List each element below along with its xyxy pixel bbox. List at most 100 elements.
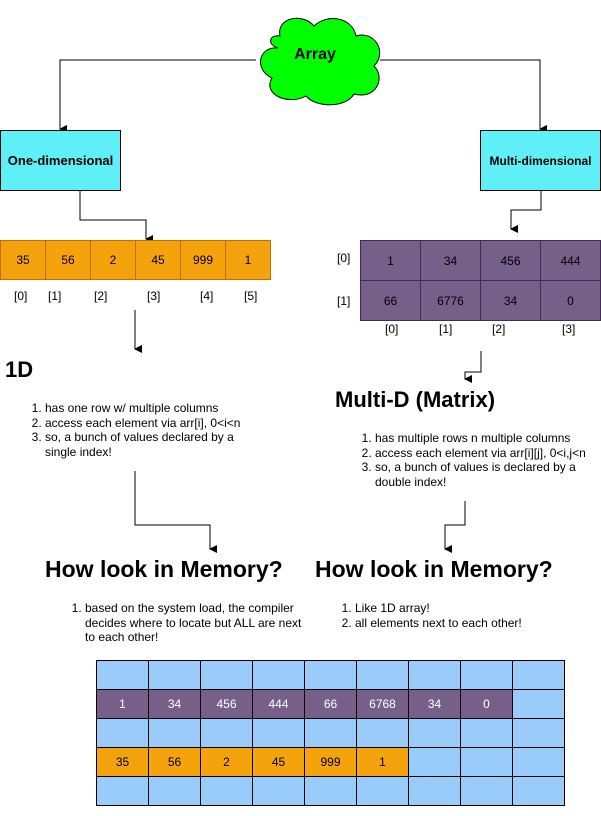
memory-cell-matrix: 456	[200, 689, 253, 719]
memory-cell-empty	[512, 747, 565, 777]
memory-row-matrix: 1 34 456 444 66 6768 34 0	[96, 689, 565, 719]
memory-cell-empty	[148, 718, 201, 748]
matrix-cell: 456	[481, 241, 541, 281]
note-item: so, a bunch of values is declared by a d…	[375, 460, 595, 489]
array-index: [1]	[48, 289, 62, 303]
memory-row-array: 35 56 2 45 999 1	[96, 747, 565, 777]
matrix-cell: 1	[361, 241, 421, 281]
array-index: [4]	[200, 289, 214, 303]
memory-cell-matrix: 66	[304, 689, 357, 719]
memory-cell-matrix: 34	[148, 689, 201, 719]
array-cell: 1	[226, 241, 270, 279]
memory-cell-array: 35	[96, 747, 149, 777]
memory-cell-matrix: 1	[96, 689, 149, 719]
memory-cell-empty	[304, 660, 357, 690]
memory-row	[96, 660, 565, 690]
note-item: has one row w/ multiple columns	[45, 401, 255, 416]
one-d-notes: has one row w/ multiple columns access e…	[25, 401, 255, 459]
arrow-array-to-md	[380, 59, 547, 133]
memory-cell-empty	[460, 660, 513, 690]
memory-cell-empty	[460, 776, 513, 806]
memory-cell-empty	[96, 776, 149, 806]
array-cell: 999	[181, 241, 226, 279]
matrix-row-index: [1]	[337, 294, 351, 308]
memory-cell-empty	[460, 747, 513, 777]
note-item: has multiple rows n multiple columns	[375, 431, 595, 446]
memory-cell-empty	[304, 718, 357, 748]
matrix-grid: 1 34 456 444 66 6776 34 0	[360, 240, 601, 321]
one-d-array: 35 56 2 45 999 1	[0, 240, 271, 280]
matrix-col-index: [0]	[385, 322, 399, 336]
multi-d-notes: has multiple rows n multiple columns acc…	[355, 431, 595, 489]
memory-cell-array: 45	[252, 747, 305, 777]
one-d-memory-notes: based on the system load, the compiler d…	[65, 601, 310, 645]
memory-cell-matrix: 34	[408, 689, 461, 719]
arrow-1d-to-memory	[134, 471, 217, 553]
one-d-memory-heading: How look in Memory?	[45, 556, 283, 582]
memory-cell-empty	[200, 660, 253, 690]
matrix-col-index: [1]	[439, 322, 453, 336]
memory-cell-empty	[408, 718, 461, 748]
memory-cell-empty	[148, 776, 201, 806]
note-item: based on the system load, the compiler d…	[85, 601, 310, 645]
note-item: all elements next to each other!	[355, 616, 575, 631]
arrow-md-to-matrix	[510, 190, 542, 233]
memory-grid: 1 34 456 444 66 6768 34 0 35 56 2 45 999…	[96, 660, 565, 806]
memory-cell-array: 2	[200, 747, 253, 777]
memory-cell-empty	[408, 747, 461, 777]
memory-cell-empty	[356, 660, 409, 690]
array-cell: 2	[91, 241, 136, 279]
matrix-cell: 0	[541, 281, 600, 320]
arrow-array-to-1d	[59, 59, 256, 133]
array-cell: 45	[136, 241, 181, 279]
matrix-cell: 6776	[421, 281, 481, 320]
memory-cell-empty	[460, 718, 513, 748]
arrow-1d-to-array	[79, 190, 153, 243]
arrow-md-to-memory	[444, 501, 466, 553]
array-label: Array	[294, 46, 336, 63]
memory-cell-empty	[252, 660, 305, 690]
memory-cell-empty	[96, 660, 149, 690]
multi-d-memory-heading: How look in Memory?	[315, 556, 553, 582]
memory-cell-empty	[96, 718, 149, 748]
memory-cell-empty	[148, 660, 201, 690]
memory-cell-empty	[512, 660, 565, 690]
memory-cell-empty	[512, 718, 565, 748]
matrix-cell: 34	[421, 241, 481, 281]
matrix-cell: 34	[481, 281, 541, 320]
memory-row	[96, 776, 565, 806]
matrix-col-index: [2]	[492, 322, 506, 336]
array-index: [5]	[244, 289, 258, 303]
memory-cell-empty	[356, 776, 409, 806]
matrix-cell: 444	[541, 241, 600, 281]
multi-dimensional-box: Multi-dimensional	[480, 130, 601, 191]
memory-cell-empty	[252, 718, 305, 748]
one-d-heading: 1D	[5, 357, 34, 382]
memory-cell-empty	[408, 660, 461, 690]
array-cloud	[260, 17, 381, 106]
memory-cell-empty	[356, 718, 409, 748]
note-item: access each element via arr[i], 0<i<n	[45, 416, 255, 431]
memory-cell-empty	[200, 776, 253, 806]
one-dimensional-box: One-dimensional	[0, 130, 121, 191]
memory-cell-array: 999	[304, 747, 357, 777]
multi-d-memory-notes: Like 1D array! all elements next to each…	[335, 601, 575, 630]
array-cell: 56	[46, 241, 91, 279]
array-cell: 35	[1, 241, 46, 279]
note-item: access each element via arr[i][j], 0<i,j…	[375, 446, 595, 461]
memory-row	[96, 718, 565, 748]
memory-cell-matrix: 6768	[356, 689, 409, 719]
memory-cell-empty	[512, 776, 565, 806]
memory-cell-matrix: 444	[252, 689, 305, 719]
matrix-row-index: [0]	[337, 251, 351, 265]
matrix-cell: 66	[361, 281, 421, 320]
memory-cell-array: 1	[356, 747, 409, 777]
memory-cell-empty	[512, 689, 565, 719]
memory-cell-empty	[304, 776, 357, 806]
note-item: so, a bunch of values declared by a sing…	[45, 430, 255, 459]
memory-cell-array: 56	[148, 747, 201, 777]
multi-d-heading: Multi-D (Matrix)	[335, 387, 496, 412]
array-index: [0]	[14, 289, 28, 303]
memory-cell-empty	[252, 776, 305, 806]
